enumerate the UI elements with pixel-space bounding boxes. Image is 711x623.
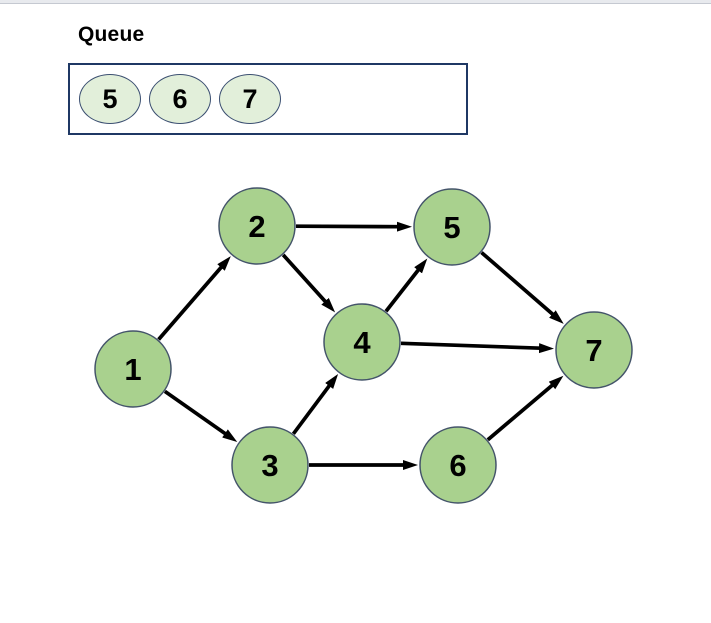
graph-node-label: 6: [449, 448, 466, 483]
queue-item: 7: [219, 74, 281, 124]
graph-edge-4-5: [384, 258, 428, 313]
graph-edge-2-4: [281, 253, 336, 313]
graph-node-label: 1: [124, 352, 141, 387]
top-border-line: [0, 0, 711, 4]
graph-edge-6-7: [486, 375, 564, 442]
graph-node-7: [555, 311, 633, 389]
queue-item: 6: [149, 74, 211, 124]
graph-edge-3-4: [291, 373, 339, 435]
graph-node-label: 7: [585, 333, 602, 368]
graph-nodes: 1 2 3 4 5 6 7: [94, 187, 633, 504]
graph-node-3: [231, 426, 309, 504]
graph-node-label: 3: [261, 448, 278, 483]
graph-node-6: [419, 426, 497, 504]
graph-edge-2-5: [295, 221, 412, 232]
graph-node-label: 2: [248, 209, 265, 244]
graph-node-4: [323, 303, 401, 381]
graph-node-2: [218, 187, 296, 265]
queue-title: Queue: [78, 23, 145, 46]
queue-item: 5: [79, 74, 141, 124]
graph-node-label: 4: [353, 325, 371, 360]
graph-node-1: [94, 330, 172, 408]
graph-edges: [157, 221, 564, 470]
graph-node-5: [413, 188, 491, 266]
graph-edge-1-2: [157, 256, 231, 341]
graph-edge-5-7: [480, 251, 564, 324]
graph-edge-4-7: [400, 341, 554, 354]
graph-node-label: 5: [443, 210, 460, 245]
graph-edge-1-3: [163, 389, 238, 443]
